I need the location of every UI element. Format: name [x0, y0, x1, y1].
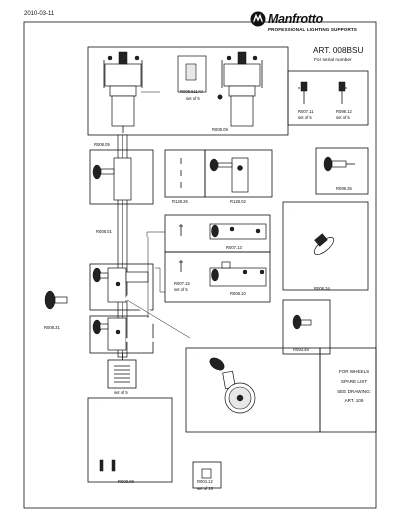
part-label: R008.08 — [118, 479, 134, 484]
part-qty: set of 5 — [174, 287, 188, 292]
part-label: R008.511AV — [180, 89, 204, 94]
part-label: R007.11 — [298, 109, 314, 114]
part-label: R008.05 — [94, 142, 110, 147]
part-box-r008-31[interactable] — [89, 263, 154, 311]
article-number: ART. 008BSU — [313, 46, 364, 55]
part-label: R007.15 — [174, 281, 190, 286]
wheels-note-line: FOR WHEELS — [338, 369, 370, 374]
part-box-r099-35[interactable] — [315, 147, 369, 195]
part-box-wheel[interactable] — [185, 347, 321, 433]
part-qty: set of 5 — [336, 115, 350, 120]
part-label: R008.34 — [314, 286, 330, 291]
part-box-r128-02[interactable] — [204, 149, 273, 198]
part-qty: set of 5 — [298, 115, 312, 120]
part-box-r008-05[interactable] — [89, 149, 154, 205]
part-box-r128-26[interactable] — [164, 149, 206, 198]
part-qty: set of 5 — [186, 96, 200, 101]
leader-line — [146, 231, 165, 237]
part-box-r008-08[interactable] — [87, 397, 173, 483]
part-label: R128.26 — [172, 199, 188, 204]
wheels-note-line: SEE DRAWING: — [337, 388, 371, 394]
part-label: R008.31 — [44, 325, 60, 330]
part-r008-31-knob[interactable] — [44, 290, 68, 310]
part-box-r008-34[interactable] — [282, 201, 369, 291]
brand-name: Manfrotto — [268, 12, 323, 26]
part-label: R007.13 — [226, 245, 242, 250]
document-date: 2010-03-11 — [24, 11, 55, 17]
part-box-lower-joint[interactable] — [89, 315, 154, 354]
serial-note: For serial number — [314, 58, 352, 63]
part-label: R008.01 — [96, 229, 112, 234]
part-box-springs[interactable] — [107, 359, 137, 389]
manfrotto-logo-icon — [250, 11, 266, 27]
part-box-r004-12[interactable] — [192, 461, 222, 489]
part-label: R128.02 — [230, 199, 246, 204]
part-box-r008-09[interactable] — [87, 46, 289, 136]
part-box-r007-13[interactable] — [164, 214, 271, 253]
part-label: R098.12 — [336, 109, 352, 114]
part-box-r008-10[interactable] — [164, 251, 271, 303]
brand-tagline: PROFESSIONAL LIGHTING SUPPORTS — [268, 27, 357, 32]
part-box-r007-11-r098-12[interactable] — [287, 70, 369, 126]
page-border — [23, 21, 377, 509]
wheels-note-line: SPARE LIST — [340, 378, 368, 384]
wheels-note-line: ART. 109 — [344, 398, 364, 404]
wheels-note-box — [319, 347, 377, 433]
part-label: R004.12 — [197, 479, 213, 484]
part-label: R099.35 — [336, 186, 352, 191]
part-label: R008.09 — [212, 127, 228, 132]
wheels-note: FOR WHEELS SPARE LIST SEE DRAWING: ART. … — [326, 367, 382, 406]
part-label: R093.48 — [293, 347, 309, 352]
part-qty: set of 10 — [197, 486, 214, 491]
leader-line — [155, 267, 165, 293]
part-label: R008.10 — [230, 291, 246, 296]
part-qty: set of 5 — [114, 390, 128, 395]
part-box-r093-48[interactable] — [282, 299, 331, 355]
